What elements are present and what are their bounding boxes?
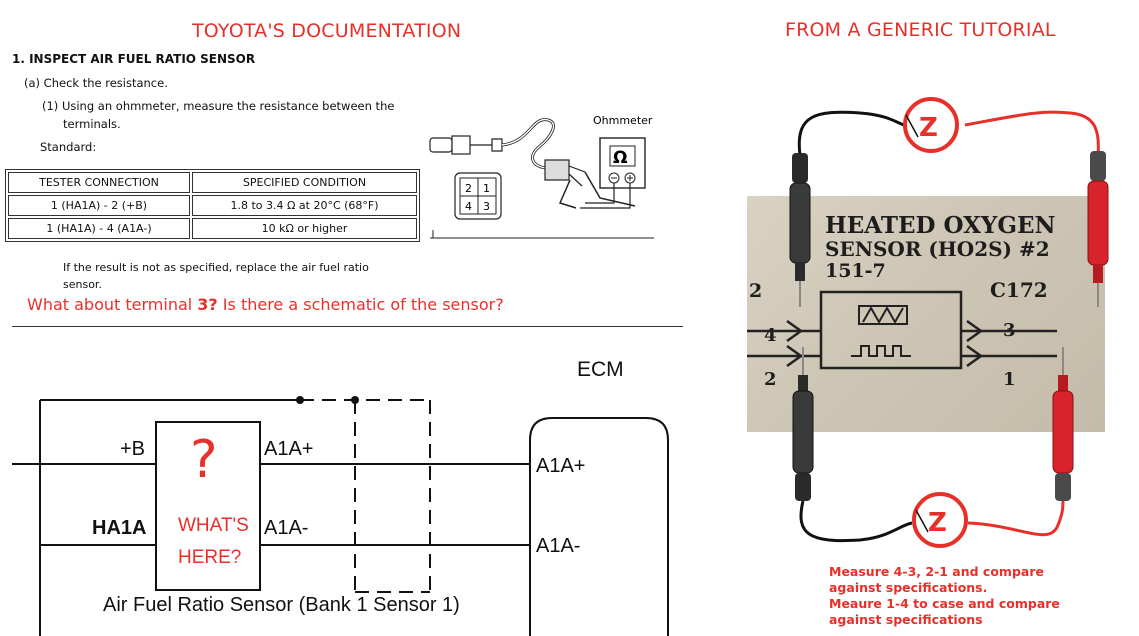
sensor-caption: Air Fuel Ratio Sensor (Bank 1 Sensor 1) (103, 594, 460, 616)
connector-plug-icon (544, 159, 636, 209)
photo-pin-2: 2 (764, 369, 777, 390)
sensor-schematic (12, 396, 669, 636)
photo-line3: 151-7 (825, 260, 886, 282)
table-header-cell: SPECIFIED CONDITION (192, 172, 417, 193)
result-line1: If the result is not as specified, repla… (63, 261, 369, 274)
step-1-line1: (1) Using an ohmmeter, measure the resis… (42, 99, 395, 113)
ohm-symbol: Ω (613, 148, 627, 168)
a1a-minus-sensor-label: A1A- (264, 517, 309, 539)
meter-z-top-icon: Z (903, 97, 959, 153)
step-1-line2: terminals. (63, 117, 121, 131)
ha1a-label: HA1A (92, 517, 147, 539)
toyota-heading: TOYOTA'S DOCUMENTATION (192, 20, 462, 42)
step-a-text: (a) Check the resistance. (24, 76, 168, 90)
note-line4: against specifications (829, 612, 983, 627)
red-probe-top-icon (1087, 151, 1109, 307)
note-line2: against specifications. (829, 580, 988, 595)
photo-line2: SENSOR (HO2S) #2 (825, 237, 1050, 261)
tutorial-heading: FROM A GENERIC TUTORIAL (785, 19, 1056, 41)
sensor-body-icon (429, 118, 555, 170)
meter-z-bottom-icon: Z (912, 492, 968, 548)
section-title: 1. INSPECT AIR FUEL RATIO SENSOR (12, 52, 256, 66)
table-header-row: TESTER CONNECTION SPECIFIED CONDITION (8, 172, 417, 193)
pin-label: 3 (483, 200, 490, 213)
photo-pin-1: 1 (1003, 369, 1016, 390)
table-row: 1 (HA1A) - 4 (A1A-) 10 kΩ or higher (8, 218, 417, 239)
question-text: What about terminal 3? Is there a schema… (27, 295, 504, 314)
z-bottom-label: Z (928, 508, 947, 538)
note-line1: Measure 4-3, 2-1 and compare (829, 564, 1044, 579)
here-label: HERE? (178, 547, 242, 568)
photo-line1: HEATED OXYGEN (825, 212, 1056, 239)
z-top-label: Z (919, 113, 938, 143)
photo-connector: C172 (990, 278, 1048, 302)
question-part1: What about terminal (27, 295, 198, 314)
ohmmeter-icon: Ohmmeter Ω (580, 114, 653, 209)
result-line2: sensor. (63, 278, 102, 291)
table-header-cell: TESTER CONNECTION (8, 172, 190, 193)
pin-label: 1 (483, 182, 490, 195)
table-cell: 1 (HA1A) - 2 (+B) (8, 195, 190, 216)
section-divider (12, 326, 683, 327)
plus-b-label: +B (120, 438, 146, 460)
red-probe-bottom-icon (1052, 347, 1074, 501)
standard-label: Standard: (40, 140, 97, 154)
table-row: 1 (HA1A) - 2 (+B) 1.8 to 3.4 Ω at 20°C (… (8, 195, 417, 216)
pin-label: 4 (465, 200, 472, 213)
measure-note: Measure 4-3, 2-1 and compare against spe… (829, 564, 1060, 628)
note-line3: Meaure 1-4 to case and compare (829, 596, 1060, 611)
black-probe-bottom-icon (792, 347, 814, 501)
probe-illustration: Z Z (789, 97, 1109, 548)
question-terminal: 3? (197, 295, 218, 314)
pin-label: 2 (465, 182, 472, 195)
a1a-minus-ecm-label: A1A- (536, 535, 581, 557)
question-mark: ? (190, 430, 218, 490)
connector-face-icon: 2 1 4 3 (454, 172, 502, 220)
table-cell: 1 (HA1A) - 4 (A1A-) (8, 218, 190, 239)
ohmmeter-illustration: 2 1 4 3 Ohmmeter Ω (429, 114, 654, 239)
photo-pin-left-top: 2 (749, 280, 763, 302)
question-part2: Is there a schematic of the sensor? (217, 295, 504, 314)
a1a-plus-sensor-label: A1A+ (264, 438, 314, 460)
table-cell: 1.8 to 3.4 Ω at 20°C (68°F) (192, 195, 417, 216)
table-cell: 10 kΩ or higher (192, 218, 417, 239)
whats-label: WHAT'S (178, 515, 249, 536)
ecm-label: ECM (577, 358, 624, 381)
black-probe-top-icon (789, 153, 811, 307)
ohmmeter-label: Ohmmeter (593, 114, 653, 127)
spec-table: TESTER CONNECTION SPECIFIED CONDITION 1 … (5, 169, 420, 242)
a1a-plus-ecm-label: A1A+ (536, 455, 586, 477)
